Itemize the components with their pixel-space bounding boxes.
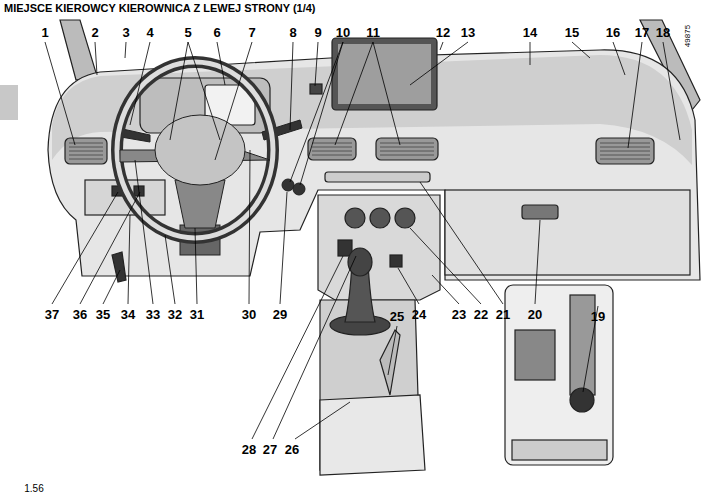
callout-number: 9 xyxy=(314,26,321,39)
leader-lines xyxy=(45,42,680,439)
callout-number: 24 xyxy=(412,308,426,321)
figure-code: 49875 xyxy=(684,25,692,47)
callout-number: 28 xyxy=(242,443,256,456)
callout-number: 23 xyxy=(452,308,466,321)
callout-number: 33 xyxy=(146,308,160,321)
callout-number: 22 xyxy=(474,308,488,321)
callout-number: 32 xyxy=(168,308,182,321)
callout-number: 26 xyxy=(285,443,299,456)
callout-number: 16 xyxy=(606,26,620,39)
callout-number: 11 xyxy=(366,26,380,39)
callout-number: 20 xyxy=(528,308,542,321)
callout-number: 25 xyxy=(390,310,404,323)
callout-number: 36 xyxy=(73,308,87,321)
callout-number: 29 xyxy=(273,308,287,321)
callout-number: 17 xyxy=(635,26,649,39)
page-tab xyxy=(0,85,18,120)
callout-number: 6 xyxy=(213,26,220,39)
callout-number: 12 xyxy=(436,26,450,39)
inset-console xyxy=(505,285,613,465)
callout-number: 10 xyxy=(336,26,350,39)
callout-number: 30 xyxy=(242,308,256,321)
callout-number: 31 xyxy=(190,308,204,321)
callout-number: 21 xyxy=(496,308,510,321)
callout-number: 3 xyxy=(122,26,129,39)
callout-number: 5 xyxy=(184,26,191,39)
callout-number: 34 xyxy=(121,308,135,321)
callout-number: 18 xyxy=(656,26,670,39)
page-number: 1.56 xyxy=(24,484,43,494)
callout-number: 4 xyxy=(146,26,153,39)
callout-number: 19 xyxy=(591,310,605,323)
callout-number: 2 xyxy=(91,26,98,39)
callout-number: 14 xyxy=(523,26,537,39)
callout-number: 8 xyxy=(289,26,296,39)
callout-number: 15 xyxy=(565,26,579,39)
callout-number: 1 xyxy=(41,26,48,39)
callout-number: 13 xyxy=(461,26,475,39)
callout-number: 35 xyxy=(96,308,110,321)
callout-number: 7 xyxy=(248,26,255,39)
callout-number: 37 xyxy=(45,308,59,321)
page-title: MIEJSCE KIEROWCY KIEROWNICA Z LEWEJ STRO… xyxy=(4,3,316,14)
callout-number: 27 xyxy=(263,443,277,456)
center-console xyxy=(318,195,440,475)
